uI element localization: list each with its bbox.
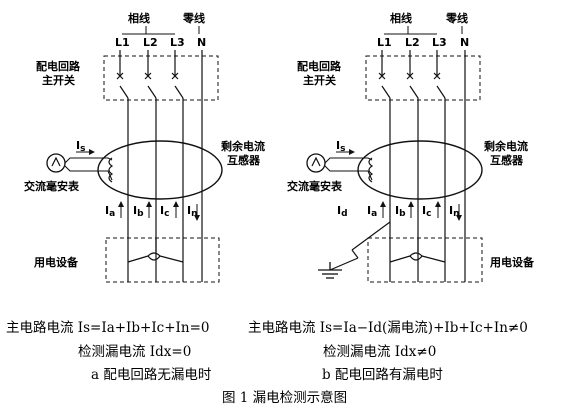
neutral-label: 零线 xyxy=(445,11,468,25)
equipment-label: 用电设备 xyxy=(490,255,535,269)
neutral-label: 零线 xyxy=(182,11,205,25)
conductor-l1 xyxy=(116,50,129,282)
current-labels: Id Ia Ib Ic In xyxy=(337,201,462,221)
current-label-n: In xyxy=(449,204,460,219)
conductor-l3 xyxy=(433,50,446,282)
ammeter-label: 交流毫安表 xyxy=(287,179,343,193)
line-label-l1: L1 xyxy=(377,36,392,49)
rcd-core xyxy=(97,140,223,200)
current-labels: Ia Ib Ic In xyxy=(105,201,200,221)
ammeter-wire xyxy=(324,157,373,164)
leak-current-label: Id xyxy=(337,204,348,219)
equipment-box xyxy=(367,237,483,283)
ammeter-label: 交流毫安表 xyxy=(24,179,80,193)
line-label-n: N xyxy=(197,36,206,49)
current-label-a: Ia xyxy=(367,204,377,219)
main-switch-label: 主开关 xyxy=(42,73,75,87)
current-label-c: Ic xyxy=(160,204,169,219)
conductor-l2 xyxy=(144,50,157,282)
figure-title: 图 1 漏电检测示意图 xyxy=(222,389,347,406)
equipment-label: 用电设备 xyxy=(34,255,79,269)
rcd-label: 互感器 xyxy=(490,153,524,167)
phase-label: 相线 xyxy=(390,11,412,25)
formula-a: 主电路电流 Is=Ia+Ib+Ic+In=0 xyxy=(6,320,209,336)
main-switch-label: 主开关 xyxy=(303,73,336,87)
current-label-n: In xyxy=(187,204,198,219)
detect-a: 检测漏电流 Idx=0 xyxy=(78,344,191,360)
formula-b: 主电路电流 Is=Ia−Id(漏电流)+Ib+Ic+In≠0 xyxy=(248,320,528,336)
current-label-c: Ic xyxy=(422,204,431,219)
current-label-b: Ib xyxy=(395,204,406,219)
subcaption-b: b 配电回路有漏电时 xyxy=(322,367,443,383)
ground-icon xyxy=(318,262,342,279)
conductor-l3 xyxy=(171,50,184,282)
rcd-winding xyxy=(108,157,114,183)
load-star-icon xyxy=(389,238,446,263)
load-star-icon xyxy=(127,238,184,263)
ammeter-current-label: Is xyxy=(76,139,85,154)
rcd-core xyxy=(357,140,483,200)
current-label-b: Ib xyxy=(133,204,144,219)
rcd-label: 互感器 xyxy=(227,153,261,167)
rcd-label: 剩余电流 xyxy=(221,139,265,153)
line-label-l2: L2 xyxy=(405,36,420,49)
main-switch-box xyxy=(365,55,481,101)
ammeter-wire xyxy=(64,165,113,181)
main-switch-box xyxy=(103,55,219,101)
main-switch-label: 配电回路 xyxy=(297,59,342,73)
ammeter-needle-icon xyxy=(311,156,321,167)
current-label-a: Ia xyxy=(105,204,115,219)
line-label-l3: L3 xyxy=(170,36,185,49)
line-label-n: N xyxy=(460,36,469,49)
leakage-path xyxy=(329,221,391,271)
ammeter-wire xyxy=(64,157,113,164)
main-switch-label: 配电回路 xyxy=(36,59,81,73)
diagram-a: 相线 零线 L1 L2 L3 N 配电回路 主开关 xyxy=(24,11,265,283)
phase-label: 相线 xyxy=(128,11,150,25)
conductor-l1 xyxy=(378,50,391,282)
line-label-l2: L2 xyxy=(143,36,158,49)
subcaption-a: a 配电回路无漏电时 xyxy=(91,367,211,383)
ammeter-wire xyxy=(324,165,373,181)
equipment-box xyxy=(105,237,220,283)
rcd-label: 剩余电流 xyxy=(484,139,528,153)
ammeter-needle-icon xyxy=(51,156,61,167)
ammeter-current-label: Is xyxy=(336,139,345,154)
diagram-b: 相线 零线 L1 L2 L3 N 配电回路 主开关 xyxy=(287,11,535,283)
line-label-l3: L3 xyxy=(432,36,447,49)
line-label-l1: L1 xyxy=(115,36,130,49)
rcd-winding xyxy=(368,157,374,183)
captions: 主电路电流 Is=Ia+Ib+Ic+In=0 主电路电流 Is=Ia−Id(漏电… xyxy=(6,320,528,406)
detect-b: 检测漏电流 Idx≠0 xyxy=(323,344,436,360)
conductor-l2 xyxy=(406,50,419,282)
